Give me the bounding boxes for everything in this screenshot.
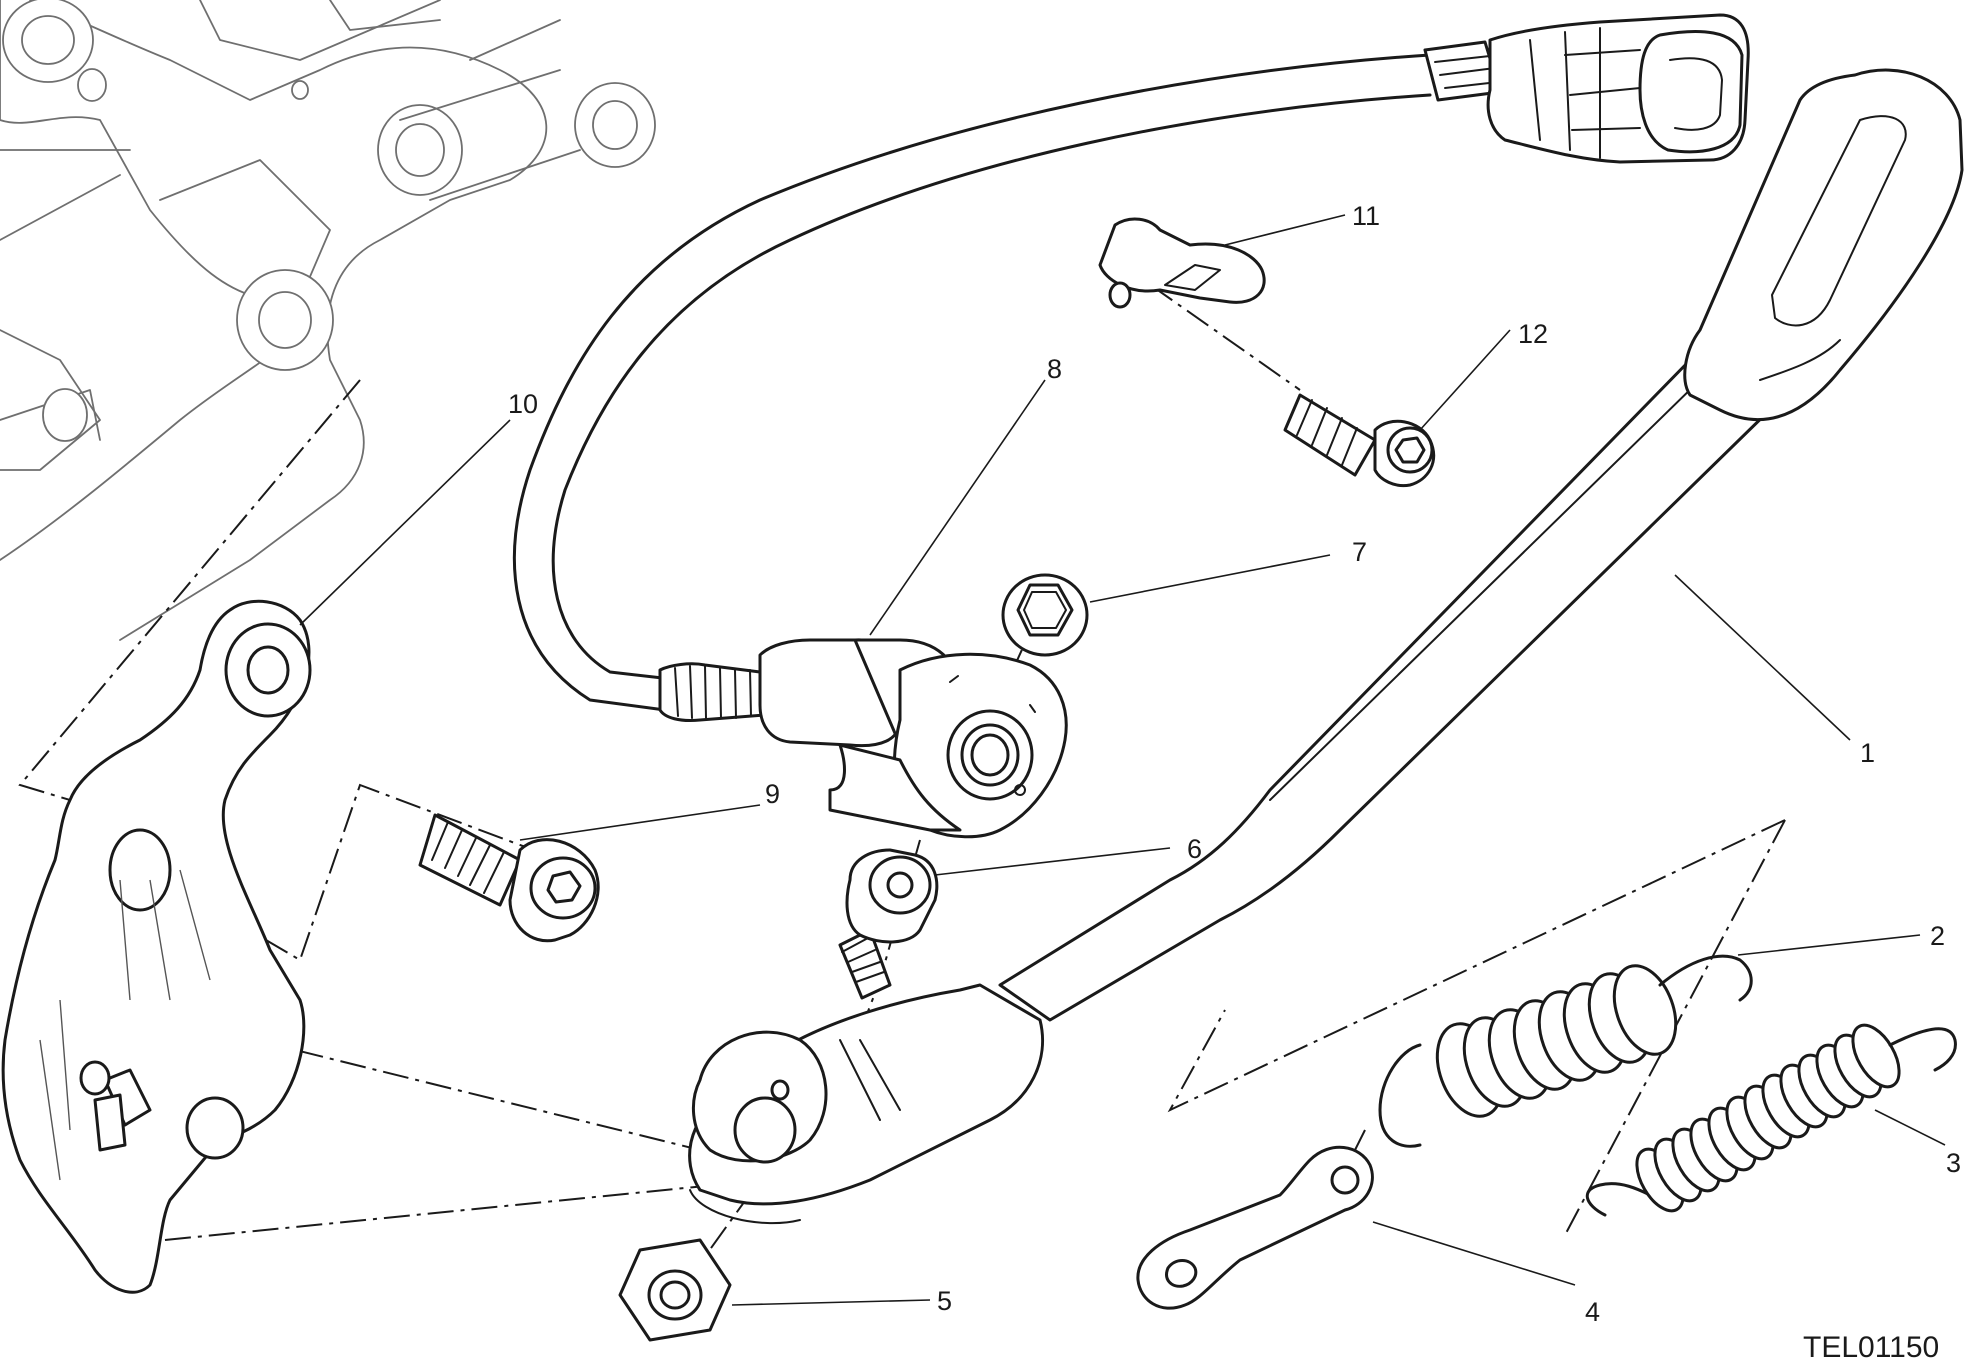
part-1-side-stand xyxy=(688,68,1964,1225)
drawing-reference-code: TEL01150 xyxy=(1803,1331,1939,1364)
part-3-spring xyxy=(1586,1023,1957,1217)
part-2-spring xyxy=(1378,954,1753,1148)
part-10-bracket xyxy=(1,599,312,1294)
callout-2: 2 xyxy=(1930,921,1945,951)
callout-10: 10 xyxy=(508,389,538,419)
part-6-fitting xyxy=(838,848,939,1000)
callout-11: 11 xyxy=(1352,201,1380,231)
part-5-nut xyxy=(618,1238,732,1342)
part-7-screw xyxy=(1001,573,1089,657)
callout-8: 8 xyxy=(1047,354,1062,384)
callout-6: 6 xyxy=(1187,834,1202,864)
callout-4: 4 xyxy=(1585,1297,1600,1327)
callout-labels: 1 2 3 4 5 6 7 8 9 10 11 12 TEL01150 xyxy=(508,201,1961,1364)
part-11-clip xyxy=(1098,217,1266,309)
part-9-bolt xyxy=(418,813,600,943)
callout-1: 1 xyxy=(1860,738,1875,768)
part-12-screw xyxy=(1283,393,1436,488)
callout-9: 9 xyxy=(765,779,780,809)
leader-lines xyxy=(299,214,1946,1306)
callout-12: 12 xyxy=(1518,319,1548,349)
frame-section xyxy=(0,0,656,641)
part-4-plate xyxy=(1136,1145,1374,1310)
callout-5: 5 xyxy=(937,1286,952,1316)
callout-3: 3 xyxy=(1946,1148,1961,1178)
callout-7: 7 xyxy=(1352,537,1367,567)
part-8-sensor xyxy=(658,638,1068,839)
wire-connector xyxy=(1423,13,1750,164)
sensor-cable xyxy=(513,53,1432,714)
